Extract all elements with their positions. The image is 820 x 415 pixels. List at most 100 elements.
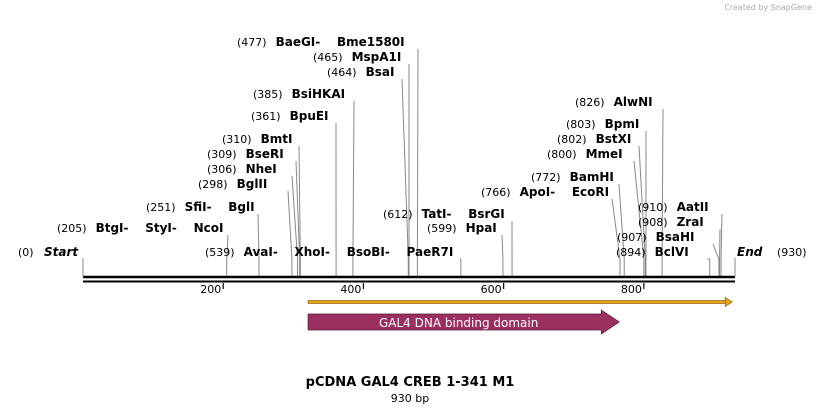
site-position: (306) [207, 163, 237, 176]
site-position: (477) [237, 36, 267, 49]
tick-label: 200 [200, 283, 221, 296]
enzyme-name: BstXI [596, 132, 632, 146]
site-connector [720, 213, 723, 260]
site-position: (894) [616, 246, 646, 259]
enzyme-name: ZraI [677, 215, 704, 229]
site-label[interactable]: (251) SfiI - BglI [146, 200, 255, 214]
enzyme-name: BglI [228, 200, 254, 214]
site-label[interactable]: (908) ZraI [638, 215, 704, 229]
enzyme-name: ApoI [520, 185, 551, 199]
end-label: End [737, 245, 763, 259]
enzyme-separator: - [172, 221, 177, 235]
site-position: (464) [327, 66, 357, 79]
site-position: (772) [531, 171, 561, 184]
site-label[interactable]: (310) BmtI [222, 132, 292, 146]
site-position: (907) [617, 231, 647, 244]
site-connector [501, 234, 504, 260]
enzyme-name: AlwNI [614, 95, 653, 109]
site-position: (205) [57, 222, 87, 235]
site-label[interactable]: (766) ApoI - EcoRI [481, 185, 609, 199]
enzyme-separator: - [273, 245, 278, 259]
feature-label: GAL4 DNA binding domain [379, 316, 538, 330]
start-position: (0) [18, 246, 34, 259]
site-label[interactable]: (803)BpmI [566, 117, 639, 131]
site-label[interactable]: (612)TatI - BsrGI [383, 207, 505, 221]
site-position: (766) [481, 186, 511, 199]
enzyme-name: BaeGI [276, 35, 316, 49]
site-connector [618, 183, 625, 260]
enzyme-name: EcoRI [572, 185, 609, 199]
site-position: (539) [205, 246, 235, 259]
site-label[interactable]: (539)AvaI - XhoI - BsoBI - PaeR7I [205, 245, 453, 259]
site-label[interactable]: (464)BsaI [327, 65, 394, 79]
site-label[interactable]: (477)BaeGI - Bme1580I [237, 35, 405, 49]
enzyme-separator: - [207, 200, 212, 214]
site-position: (908) [638, 216, 668, 229]
end-position: (930) [777, 246, 807, 259]
sequence-length: 930 bp [390, 392, 430, 405]
site-position: (802) [557, 133, 587, 146]
site-label[interactable]: (599)HpaI [427, 221, 497, 235]
site-connector [291, 175, 299, 260]
site-connector [287, 190, 293, 260]
enzyme-separator: - [385, 245, 390, 259]
map-title: pCDNA GAL4 CREB 1-341 M1 [305, 375, 515, 390]
enzyme-name: BsrGI [468, 207, 505, 221]
enzyme-name: BseRI [246, 147, 284, 161]
site-label[interactable]: (772) BamHI [531, 170, 614, 184]
enzyme-separator: - [447, 207, 452, 221]
site-position: (803) [566, 118, 596, 131]
site-label[interactable]: (385)BsiHKAI [253, 87, 345, 101]
feature-arrow[interactable] [307, 309, 620, 335]
enzyme-name: AvaI [244, 245, 273, 259]
orf-arrowhead [724, 296, 733, 308]
site-label[interactable]: (826)AlwNI [575, 95, 653, 109]
site-connector [661, 108, 664, 260]
site-label[interactable]: (894)BclVI [616, 245, 689, 259]
site-connector [295, 160, 301, 260]
enzyme-name: SfiI [185, 200, 207, 214]
site-position: (310) [222, 133, 252, 146]
site-connector [638, 145, 646, 260]
tick-label: 600 [481, 283, 502, 296]
site-position: (361) [251, 110, 281, 123]
site-label[interactable]: (309)BseRI [207, 147, 284, 161]
site-connector [633, 160, 645, 260]
enzyme-separator: - [550, 185, 555, 199]
site-connector [401, 78, 409, 260]
site-label[interactable]: (306)NheI [207, 162, 277, 176]
site-label[interactable]: (361)BpuEI [251, 109, 329, 123]
site-position: (465) [313, 51, 343, 64]
site-connector [611, 198, 621, 260]
enzyme-name: TatI [422, 207, 447, 221]
site-label[interactable]: (298)BglII [198, 177, 267, 191]
enzyme-name: AatII [677, 200, 709, 214]
enzyme-name: BsaHI [656, 230, 695, 244]
site-label[interactable]: (802) BstXI [557, 132, 631, 146]
site-label[interactable]: (205)BtgI - StyI - NcoI [57, 221, 223, 235]
enzyme-name: BglII [237, 177, 268, 191]
enzyme-name: BmtI [261, 132, 293, 146]
snapgene-credit: Created by SnapGene [724, 3, 812, 12]
site-connector [226, 234, 229, 260]
site-label[interactable]: (907) BsaHI [617, 230, 694, 244]
enzyme-name: PaeR7I [407, 245, 454, 259]
site-label[interactable]: (465) MspA1I [313, 50, 401, 64]
site-connector [257, 213, 260, 260]
site-position: (251) [146, 201, 176, 214]
enzyme-name: MmeI [586, 147, 623, 161]
enzyme-name: NcoI [194, 221, 224, 235]
site-position: (910) [638, 201, 668, 214]
enzyme-name: MspA1I [352, 50, 402, 64]
enzyme-name: BsoBI [347, 245, 385, 259]
site-label[interactable]: (800)MmeI [547, 147, 623, 161]
enzyme-name: XhoI [295, 245, 326, 259]
site-label[interactable]: (910) AatII [638, 200, 709, 214]
enzyme-name: BamHI [570, 170, 614, 184]
enzyme-name: BtgI [96, 221, 124, 235]
tick-label: 800 [621, 283, 642, 296]
enzyme-name: HpaI [466, 221, 497, 235]
sequence-backbone [82, 258, 736, 283]
